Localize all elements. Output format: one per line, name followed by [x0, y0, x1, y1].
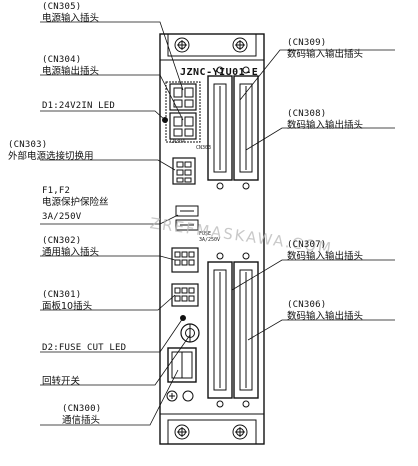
- fuse-label-line1: F1,F2: [42, 186, 71, 196]
- cn306-code: (CN306): [287, 300, 327, 310]
- rotary-switch-label: 回转开关: [42, 376, 81, 387]
- fuse-label-line2: 电源保护保险丝: [42, 197, 109, 208]
- cn305-power-input-terminal: [169, 83, 197, 111]
- screw-icon: [232, 37, 248, 53]
- cn303-switch-connector: [172, 157, 196, 185]
- cn304-description: 电源输出插头: [42, 66, 100, 77]
- cn303-code: (CN303): [8, 140, 48, 150]
- rotary-switch-icon: [180, 323, 200, 343]
- cn302-description: 通用输入插头: [42, 247, 100, 258]
- screw-icon: [174, 424, 190, 440]
- cn301-code: (CN301): [42, 290, 82, 300]
- cn307-digital-io-connector: [207, 261, 233, 399]
- cn306-digital-io-connector: [233, 261, 259, 399]
- fuse-holder: [175, 205, 199, 231]
- d2-led-label: D2:FUSE CUT LED: [42, 343, 127, 353]
- fuse-board-mark: FUSE 3A/250V: [199, 231, 221, 243]
- bottom-tab: [167, 419, 257, 445]
- leader-lines: [40, 21, 395, 426]
- cn308-description: 数码输入输出插头: [287, 120, 364, 131]
- cn307-code: (CN307): [287, 240, 327, 250]
- ground-icon: [166, 390, 194, 402]
- cn300-code: (CN300): [62, 404, 102, 414]
- cn307-description: 数码输入输出插头: [287, 251, 364, 262]
- cn308-code: (CN308): [287, 109, 327, 119]
- cn303-description: 外部电源选接切换用: [8, 151, 94, 162]
- screw-icon: [232, 424, 248, 440]
- cn302-general-input-connector: [171, 247, 199, 273]
- cn309-digital-io-connector: [207, 75, 233, 181]
- cn301-description: 面板10插头: [42, 301, 93, 312]
- cn306-description: 数码输入输出插头: [287, 311, 364, 322]
- cn304-power-output-terminal: [169, 112, 197, 140]
- cn305-code: (CN305): [42, 2, 82, 12]
- module-model-label: JZNC-YIU01-E: [180, 67, 259, 78]
- cn309-description: 数码输入输出插头: [287, 49, 364, 60]
- cn302-code: (CN302): [42, 236, 82, 246]
- cn304-board-mark: CN304: [170, 139, 186, 145]
- d1-led-label: D1:24V2IN LED: [42, 101, 116, 111]
- cn309-code: (CN309): [287, 38, 327, 48]
- screw-icon: [174, 37, 190, 53]
- cn300-description: 通信插头: [62, 415, 101, 426]
- cn303-board-mark: CN303: [196, 145, 212, 151]
- cn300-communication-connector: [167, 347, 197, 383]
- cn304-code: (CN304): [42, 55, 82, 65]
- fuse-label-line3: 3A/250V: [42, 212, 82, 222]
- cn305-description: 电源输入插头: [42, 13, 100, 24]
- cn308-digital-io-connector: [233, 75, 259, 181]
- cn301-panel-io-connector: [171, 283, 199, 307]
